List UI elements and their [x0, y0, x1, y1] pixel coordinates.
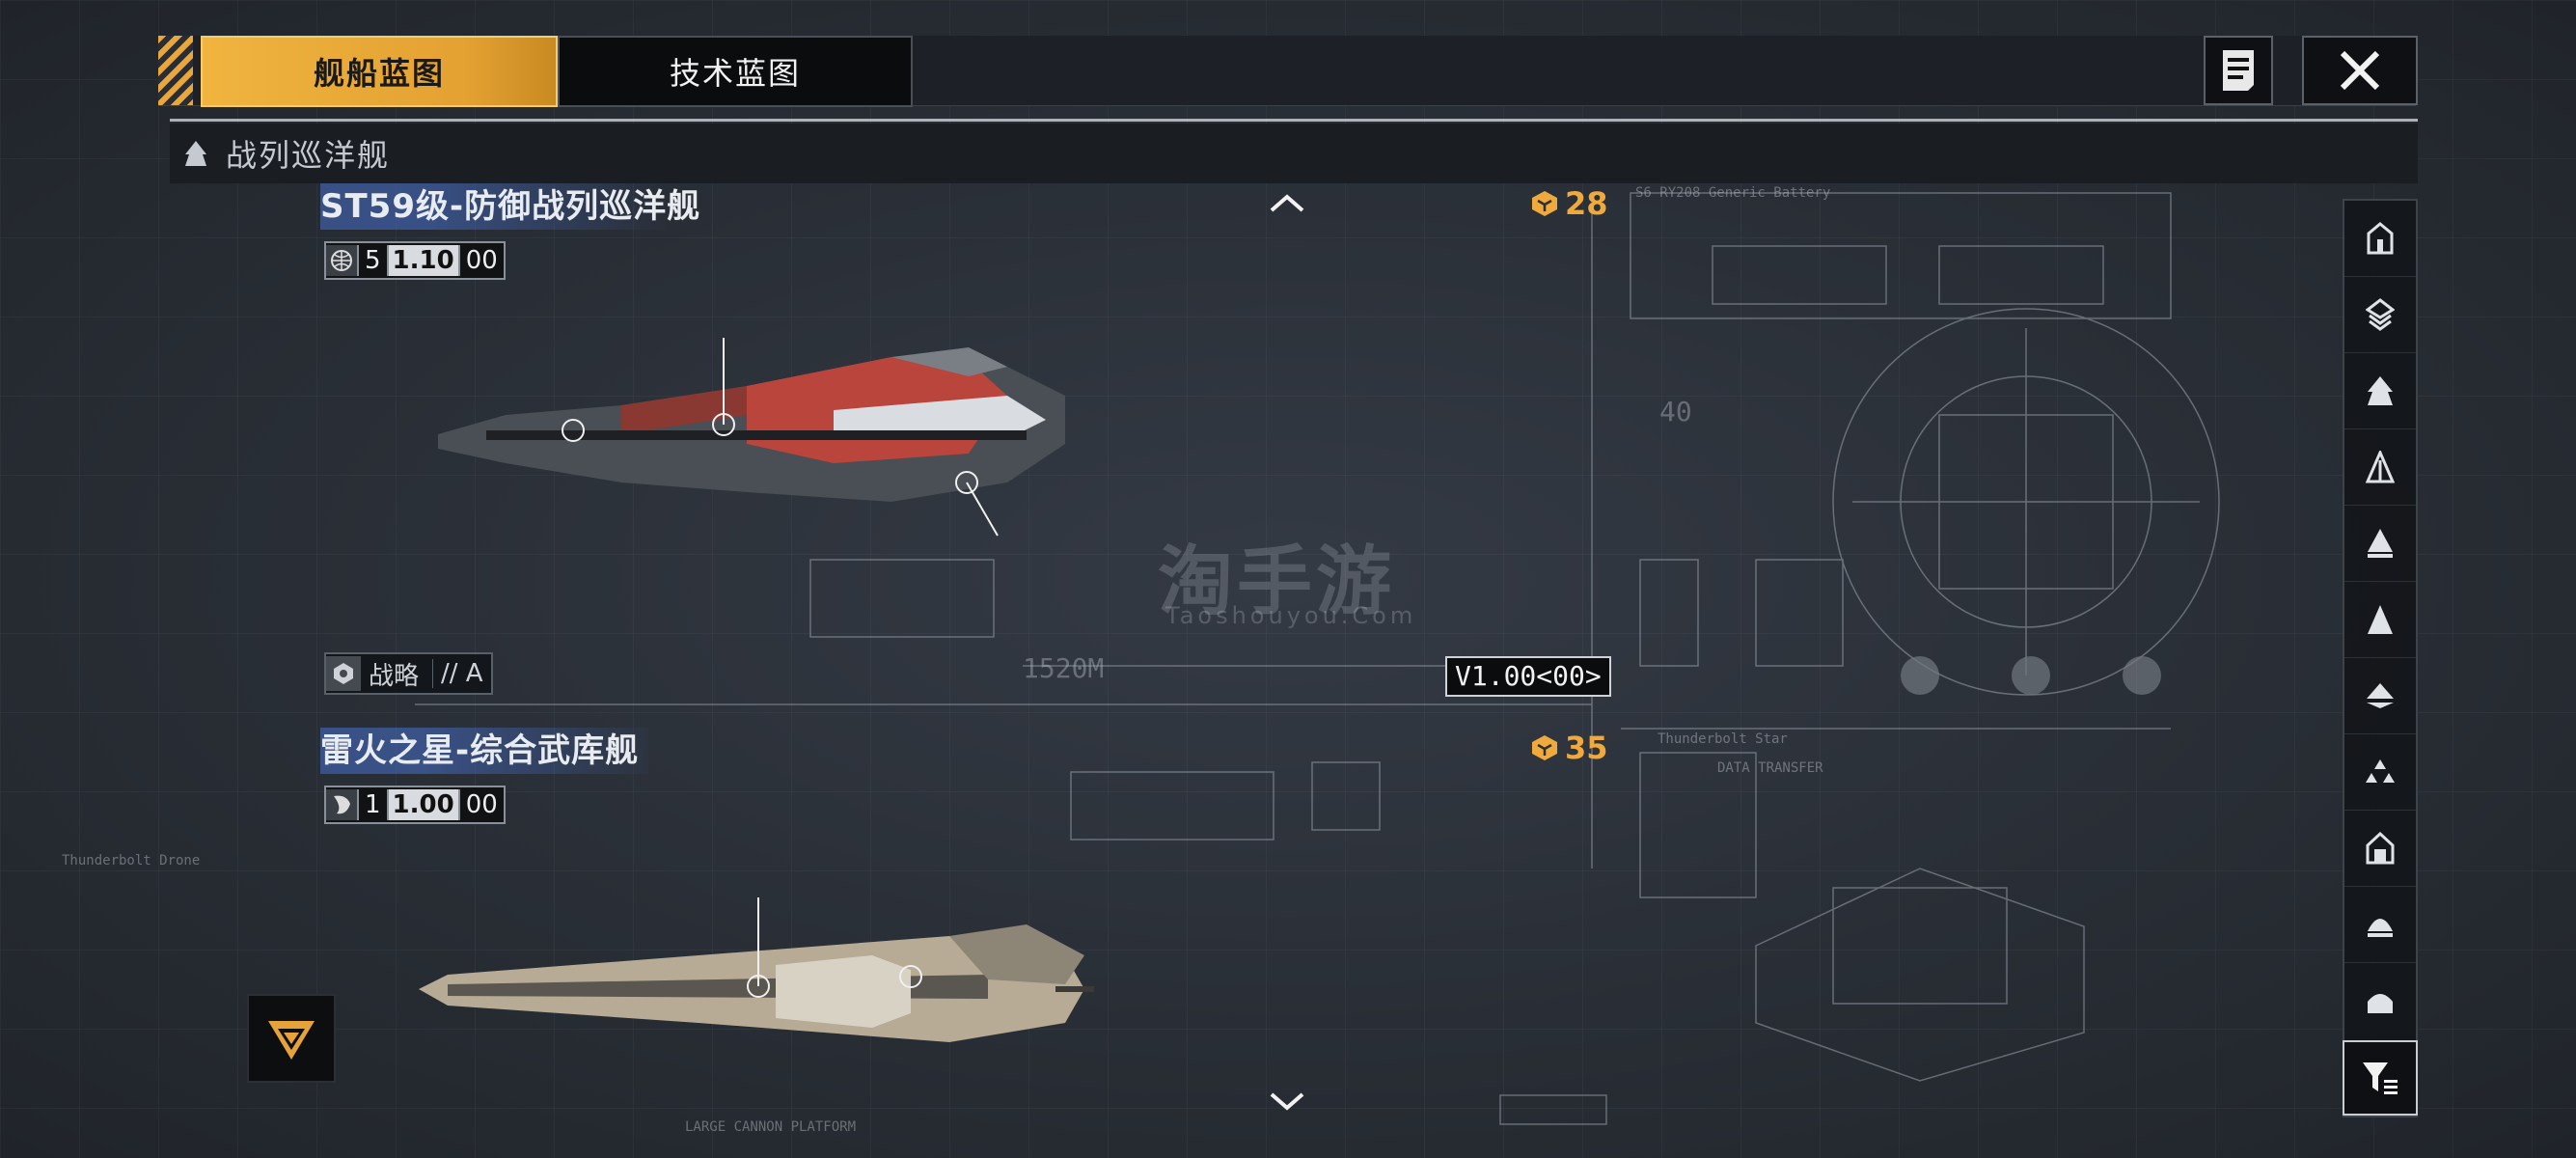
ship-stat-sub: 00 [457, 789, 504, 820]
filter-cruiser[interactable] [2344, 429, 2416, 506]
ship-stat-count: 5 [357, 245, 387, 276]
fighter-icon [2366, 759, 2395, 783]
filter-carrier[interactable] [2344, 201, 2416, 277]
filter-frigate[interactable] [2344, 582, 2416, 658]
category-label: 战列巡洋舰 [226, 137, 391, 174]
filter-corvette[interactable] [2344, 658, 2416, 734]
faction-icon [326, 789, 357, 820]
filter-misc[interactable] [2344, 963, 2416, 1038]
filter-button[interactable] [2343, 1040, 2418, 1116]
blueprint-label-ship-bg: Thunderbolt Drone [62, 853, 201, 868]
ship-role-label: 战略 [369, 661, 420, 691]
ship-cost: 28 [1530, 185, 1608, 222]
close-button[interactable] [2302, 36, 2418, 105]
corvette-icon [2367, 683, 2394, 708]
ship-grade: // A [432, 659, 491, 688]
ship-role-chip: 战略 // A [324, 652, 493, 695]
tab-tech-blueprint[interactable]: 技术蓝图 [558, 36, 913, 107]
carrier-icon [2367, 222, 2394, 255]
globe-icon [326, 245, 357, 276]
rank-badge[interactable] [247, 994, 336, 1083]
filter-destroyer[interactable] [2344, 506, 2416, 582]
blueprint-label-data-transfer: DATA TRANSFER [1717, 760, 1823, 776]
blueprint-label-length: 1520M [1023, 652, 1105, 684]
misc-ship-icon [2368, 994, 2393, 1013]
filter-icon [2363, 1062, 2398, 1094]
cruiser-icon [2366, 451, 2395, 483]
command-point-icon [1532, 735, 1557, 760]
tab-ship-blueprint[interactable]: 舰船蓝图 [201, 36, 558, 107]
scroll-up-button[interactable] [1266, 189, 1308, 216]
category-divider [170, 119, 2418, 122]
filter-auxiliary[interactable] [2344, 277, 2416, 353]
battlecruiser-icon [2368, 376, 2393, 405]
document-icon [2223, 50, 2254, 91]
support-icon [2368, 919, 2393, 937]
blueprint-label-large-cannon: LARGE CANNON PLATFORM [685, 1119, 857, 1135]
station-icon [2366, 832, 2395, 865]
scroll-down-button[interactable] [1266, 1089, 1308, 1116]
top-tab-bar: 舰船蓝图 技术蓝图 [158, 36, 2418, 107]
chevron-down-icon [1270, 1092, 1304, 1111]
ship-image [419, 897, 1094, 1042]
command-point-icon [1532, 191, 1557, 216]
ship-type-filter-sidebar [2343, 199, 2418, 1117]
ship-name: ST59级-防御战列巡洋舰 [320, 183, 711, 230]
filter-station[interactable] [2344, 811, 2416, 887]
frigate-icon [2368, 605, 2393, 634]
tab-bar-stripe [158, 36, 193, 105]
ship-stat-count: 1 [357, 789, 387, 820]
ship-image [438, 338, 1065, 537]
watermark: 淘手游 [1158, 538, 1396, 625]
destroyer-icon [2368, 529, 2393, 558]
blueprint-label-40: 40 [1659, 396, 1692, 427]
close-icon [2340, 50, 2380, 91]
battlecruiser-icon [179, 137, 212, 170]
filter-battlecruiser[interactable] [2344, 353, 2416, 429]
ship-stat-tier: 1.00 [386, 789, 458, 820]
blueprint-label-thunder: Thunderbolt Star [1658, 731, 1788, 747]
filter-fighter[interactable] [2344, 734, 2416, 811]
strategy-icon [326, 656, 361, 691]
watermark-url: Taoshouyou.Com [1165, 602, 1417, 629]
chevron-up-icon [1270, 194, 1304, 212]
ship-name: 雷火之星-综合武库舰 [320, 728, 649, 774]
auxiliary-icon [2366, 298, 2395, 331]
ship-cost-value: 35 [1565, 730, 1608, 766]
document-button[interactable] [2204, 36, 2273, 105]
ship-stat-sub: 00 [457, 245, 504, 276]
ship-cost-value: 28 [1565, 185, 1608, 222]
ship-stat-chip: 1 1.00 00 [324, 786, 506, 824]
ship-stat-tier: 1.10 [386, 245, 458, 276]
ship-version: V1.00<00> [1445, 656, 1611, 697]
filter-support[interactable] [2344, 887, 2416, 963]
blueprint-label-battery: S6 RY208 Generic Battery [1635, 185, 1831, 201]
category-header: 战列巡洋舰 [170, 124, 2418, 183]
ship-cost: 35 [1530, 730, 1608, 766]
rank-chevron-icon [268, 1021, 315, 1060]
ship-stat-chip: 5 1.10 00 [324, 241, 506, 280]
